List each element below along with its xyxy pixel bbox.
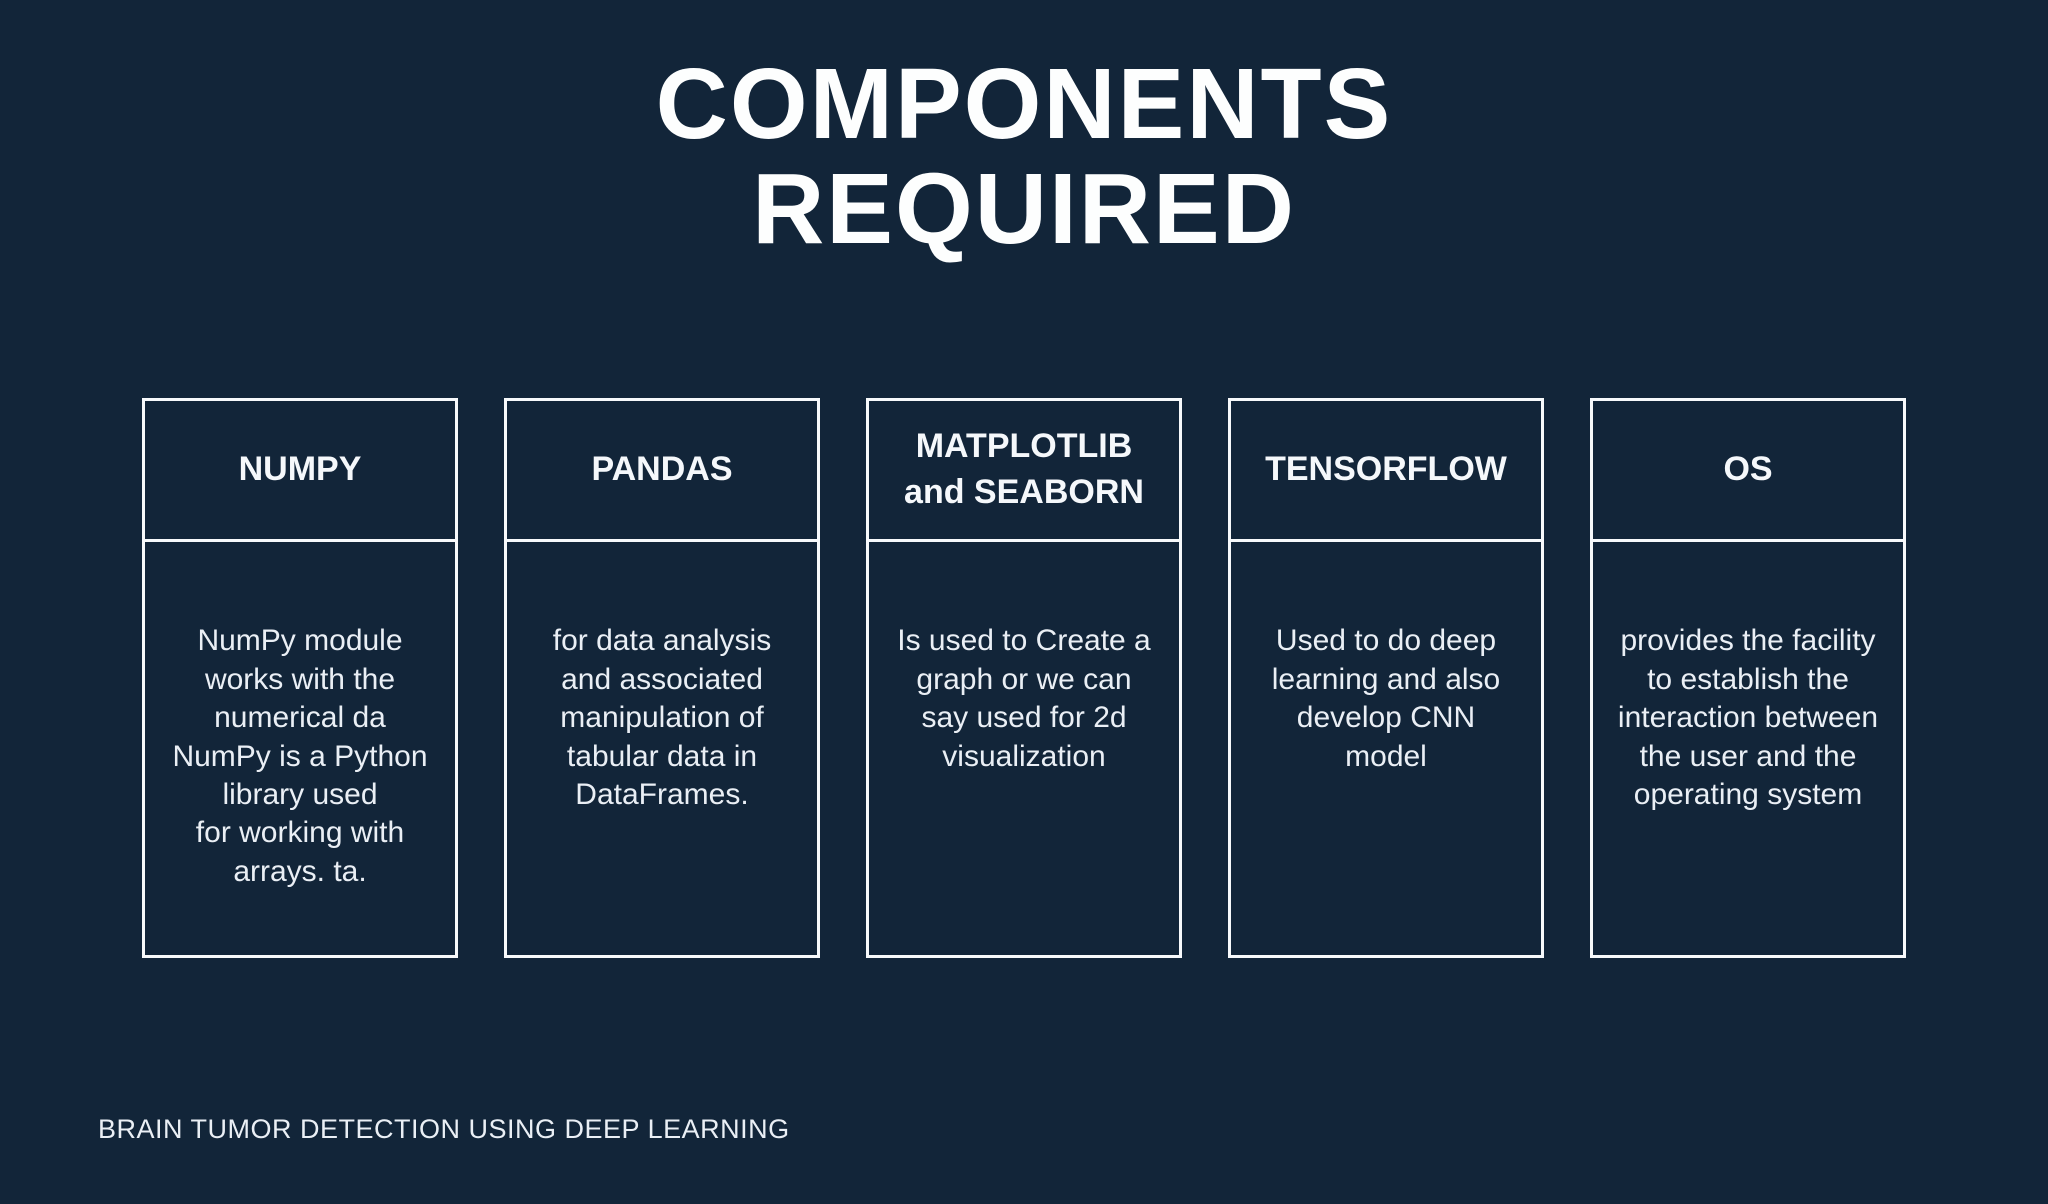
card-os-header: OS [1593, 401, 1903, 542]
card-numpy-text: NumPy module works with the numerical da… [172, 624, 428, 888]
card-numpy: NUMPY NumPy module works with the numeri… [142, 398, 458, 958]
card-matplotlib-seaborn: MATPLOTLIB and SEABORN Is used to Create… [866, 398, 1182, 958]
card-numpy-title: NUMPY [238, 450, 362, 489]
cards-row: NUMPY NumPy module works with the numeri… [0, 398, 2048, 958]
page-title: COMPONENTS REQUIRED [655, 48, 1393, 265]
card-tensorflow-header: TENSORFLOW [1231, 401, 1541, 542]
card-matplotlib-seaborn-body: Is used to Create a graph or we can say … [869, 542, 1179, 955]
card-os-body: provides the facility to establish the i… [1593, 542, 1903, 955]
card-numpy-body: NumPy module works with the numerical da… [145, 542, 455, 955]
card-tensorflow-body: Used to do deep learning and also develo… [1231, 542, 1541, 955]
card-pandas-header: PANDAS [507, 401, 817, 542]
card-numpy-header: NUMPY [145, 401, 455, 542]
card-pandas-text: for data analysis and associated manipul… [552, 624, 772, 811]
card-os: OS provides the facility to establish th… [1590, 398, 1906, 958]
card-pandas: PANDAS for data analysis and associated … [504, 398, 820, 958]
card-tensorflow: TENSORFLOW Used to do deep learning and … [1228, 398, 1544, 958]
card-pandas-body: for data analysis and associated manipul… [507, 542, 817, 955]
slide: COMPONENTS REQUIRED NUMPY NumPy module w… [0, 52, 2048, 1204]
card-tensorflow-text: Used to do deep learning and also develo… [1271, 624, 1501, 773]
footer-caption: BRAIN TUMOR DETECTION USING DEEP LEARNIN… [98, 1114, 790, 1144]
card-pandas-title: PANDAS [591, 450, 733, 489]
card-matplotlib-seaborn-text: Is used to Create a graph or we can say … [897, 624, 1151, 773]
card-tensorflow-title: TENSORFLOW [1265, 450, 1507, 489]
card-matplotlib-seaborn-header: MATPLOTLIB and SEABORN [869, 401, 1179, 542]
card-os-title: OS [1723, 450, 1773, 489]
card-os-text: provides the facility to establish the i… [1617, 624, 1879, 811]
card-matplotlib-seaborn-title: MATPLOTLIB and SEABORN [904, 427, 1144, 511]
